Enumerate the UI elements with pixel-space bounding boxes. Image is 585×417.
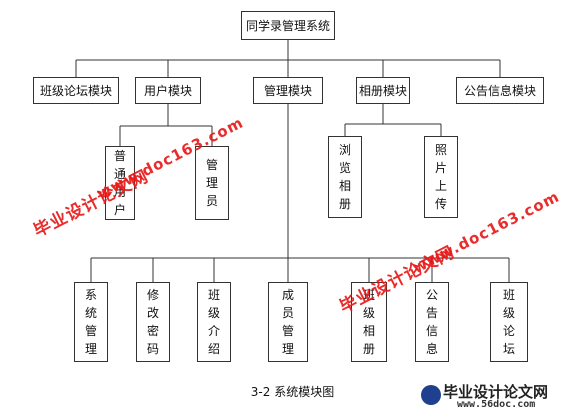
brand-name: 毕业设计论文网 [443,383,549,401]
module-admin: 管理模块 [253,77,323,104]
node-class-forum: 班级论坛 [490,282,528,362]
node-photo-upload: 照片上传 [424,136,458,218]
figure-caption: 3-2 系统模块图 [250,385,335,399]
node-system-admin: 系统管理 [74,282,108,362]
node-administrator: 管理员 [195,146,229,220]
module-album: 相册模块 [356,77,410,104]
node-browse-album: 浏览相册 [328,136,362,218]
module-user-label: 用户模块 [143,83,192,98]
node-class-album-label: 班级相册 [362,288,375,356]
brand-url: www.56doc.com [457,399,536,410]
module-notice-label: 公告信息模块 [463,83,536,98]
node-system-admin-label: 系统管理 [84,288,97,356]
node-class-album: 班级相册 [351,282,387,362]
node-member-admin: 成员管理 [268,282,308,362]
node-browse-album-label: 浏览相册 [338,143,351,211]
node-photo-upload-label: 照片上传 [434,143,447,211]
brand-logo: 毕业设计论文网 www.56doc.com [421,381,579,413]
root-node: 同学录管理系统 [241,11,335,40]
root-label: 同学录管理系统 [245,18,330,33]
module-forum: 班级论坛模块 [33,77,119,104]
module-forum-label: 班级论坛模块 [39,83,112,98]
node-class-intro: 班级介绍 [197,282,231,362]
node-ordinary-user-label: 普通用户 [113,149,126,217]
module-user: 用户模块 [135,77,201,104]
module-album-label: 相册模块 [358,83,407,98]
node-administrator-label: 管理员 [205,158,218,208]
node-notice-info: 公告信息 [415,282,449,362]
node-class-intro-label: 班级介绍 [207,288,220,356]
brand-emblem-icon [421,385,441,405]
node-change-password-label: 修改密码 [146,288,159,356]
node-notice-info-label: 公告信息 [425,288,438,356]
module-admin-label: 管理模块 [263,83,312,98]
node-ordinary-user: 普通用户 [105,146,135,220]
node-change-password: 修改密码 [136,282,170,362]
node-member-admin-label: 成员管理 [281,288,294,356]
node-class-forum-label: 班级论坛 [502,288,515,356]
module-notice: 公告信息模块 [456,77,544,104]
